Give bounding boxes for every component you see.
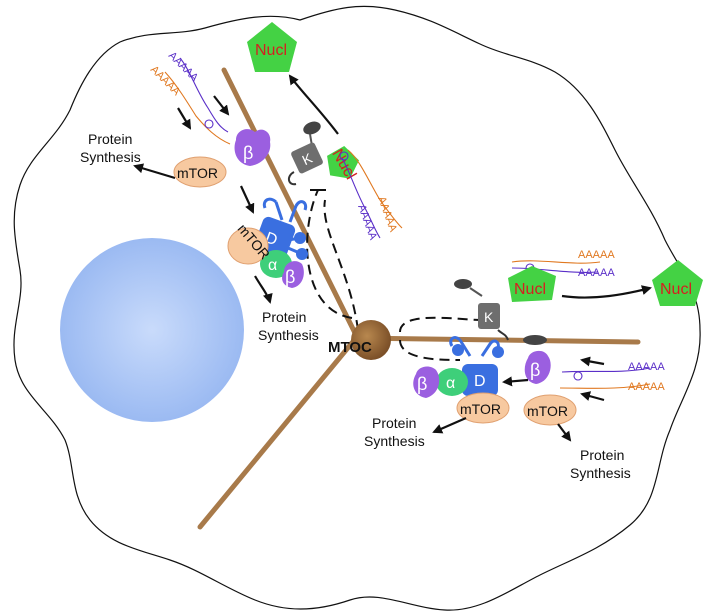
beta-subunit-right: β (524, 350, 551, 384)
microtubules (197, 67, 641, 530)
svg-text:mTOR: mTOR (177, 165, 218, 181)
protein-synthesis-3b: Synthesis (364, 433, 425, 449)
polya-right-upper-purple: AAAAA (578, 267, 615, 279)
nucleus (60, 238, 244, 422)
dashed-feedback (306, 189, 497, 361)
polya-right-lower-purple: AAAAA (628, 361, 665, 373)
protein-synthesis-2b: Synthesis (258, 327, 319, 343)
svg-text:β: β (530, 360, 540, 380)
svg-text:β: β (243, 143, 253, 163)
polya-right-lower-orange: AAAAA (628, 381, 665, 393)
arrows-top-left (133, 95, 273, 304)
arrows-right (432, 356, 605, 442)
arrow-to-nucl-top (288, 74, 339, 135)
arrow-to-nucl-right (561, 285, 652, 299)
polya-top-right-orange: AAAAA (375, 195, 399, 234)
nucl-top: Nucl (247, 22, 297, 72)
svg-text:β: β (285, 267, 295, 287)
kinesin-right: K (454, 279, 547, 345)
svg-text:α: α (446, 375, 455, 392)
mtor-right-lower: mTOR (523, 394, 577, 426)
svg-text:mTOR: mTOR (460, 401, 501, 417)
dynein-complex-right: D α β (413, 336, 504, 398)
svg-text:mTOR: mTOR (527, 403, 568, 419)
protein-synthesis-4a: Protein (580, 447, 624, 463)
nucl-on-kinesin-right: Nucl (508, 266, 556, 302)
nucl-right: Nucl (652, 260, 703, 306)
svg-text:Nucl: Nucl (660, 281, 692, 298)
mtor-dynein-top: mTOR (227, 221, 273, 265)
mrna-right-lower (559, 367, 651, 389)
protein-synthesis-2a: Protein (262, 309, 306, 325)
mtor-top-left: mTOR (173, 156, 227, 188)
polya-right-upper-orange: AAAAA (578, 249, 615, 261)
beta-subunit-top: β (234, 129, 271, 166)
svg-text:Nucl: Nucl (255, 42, 287, 59)
nucl-on-kinesin-top: Nucl (327, 146, 359, 183)
cell-membrane (13, 5, 701, 611)
mrna-top-right (339, 149, 403, 239)
mtoc (351, 320, 391, 360)
protein-synthesis-4b: Synthesis (570, 465, 631, 481)
mrna-top-left (164, 57, 231, 145)
svg-text:β: β (417, 374, 427, 394)
svg-text:D: D (474, 373, 486, 390)
svg-text:Nucl: Nucl (514, 281, 546, 298)
polya-top-right-purple: AAAAA (355, 203, 379, 242)
protein-synthesis-1b: Synthesis (80, 149, 141, 165)
protein-synthesis-1a: Protein (88, 131, 132, 147)
mtoc-label: MTOC (328, 339, 372, 356)
svg-text:α: α (268, 257, 277, 274)
mtor-right-middle: mTOR (456, 392, 510, 424)
svg-text:K: K (484, 309, 494, 325)
protein-synthesis-3a: Protein (372, 415, 416, 431)
kinesin-top: K (288, 121, 323, 186)
